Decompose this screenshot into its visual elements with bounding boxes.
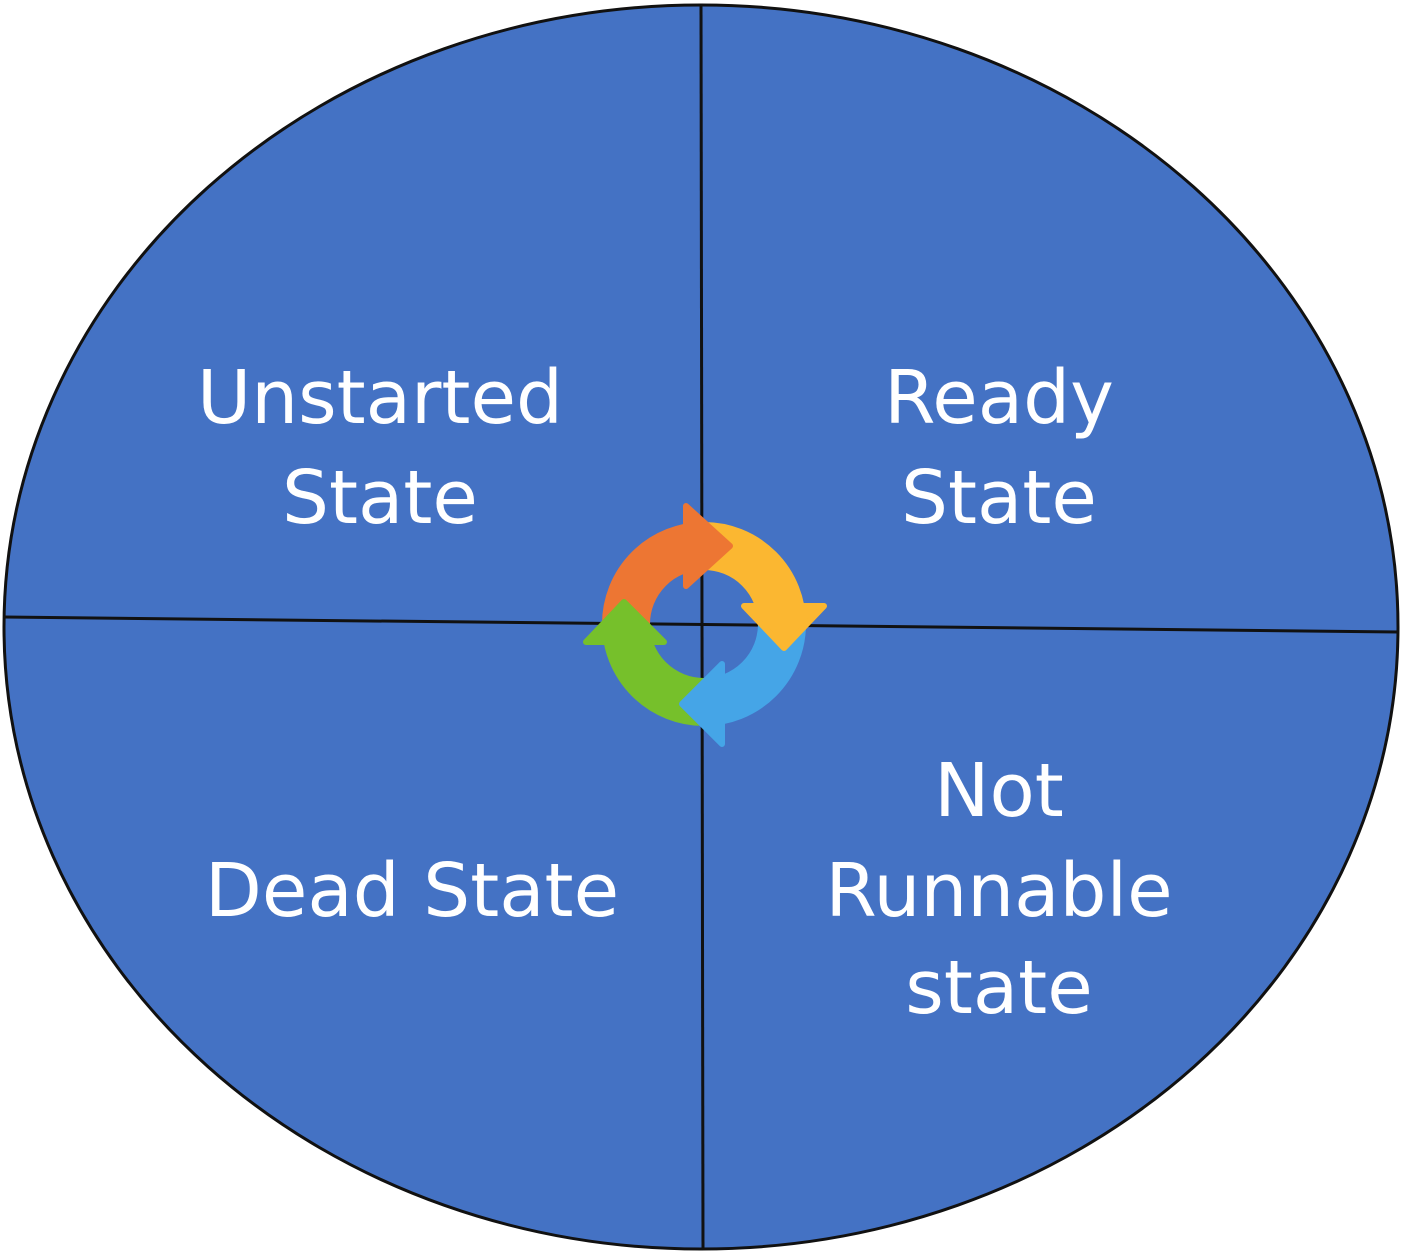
dead-label-line1: Dead State bbox=[205, 848, 619, 934]
cycle-arrowhead-yellow bbox=[741, 603, 827, 651]
not-runnable-label-line3: state bbox=[905, 945, 1092, 1031]
cycle-arrowhead-blue bbox=[679, 661, 725, 747]
not-runnable-label-line2: Runnable bbox=[825, 848, 1172, 934]
unstarted-label-line2: State bbox=[282, 455, 478, 541]
ready-label-line1: Ready bbox=[884, 355, 1114, 441]
cycle-arrowhead-orange bbox=[683, 503, 733, 589]
quadrant-ready-state: Ready State bbox=[884, 355, 1114, 541]
quadrant-dead-state: Dead State bbox=[205, 848, 619, 934]
unstarted-label-line1: Unstarted bbox=[197, 355, 563, 441]
quadrant-unstarted-state: Unstarted State bbox=[197, 355, 563, 541]
cycle-arrows-icon bbox=[583, 503, 827, 747]
cycle-arrowhead-green bbox=[583, 599, 667, 645]
vertical-divider bbox=[699, 4, 705, 1251]
ready-label-line2: State bbox=[901, 455, 1097, 541]
quadrant-not-runnable-state: Not Runnable state bbox=[825, 748, 1172, 1031]
not-runnable-label-line1: Not bbox=[934, 748, 1064, 834]
horizontal-divider bbox=[3, 615, 1399, 634]
